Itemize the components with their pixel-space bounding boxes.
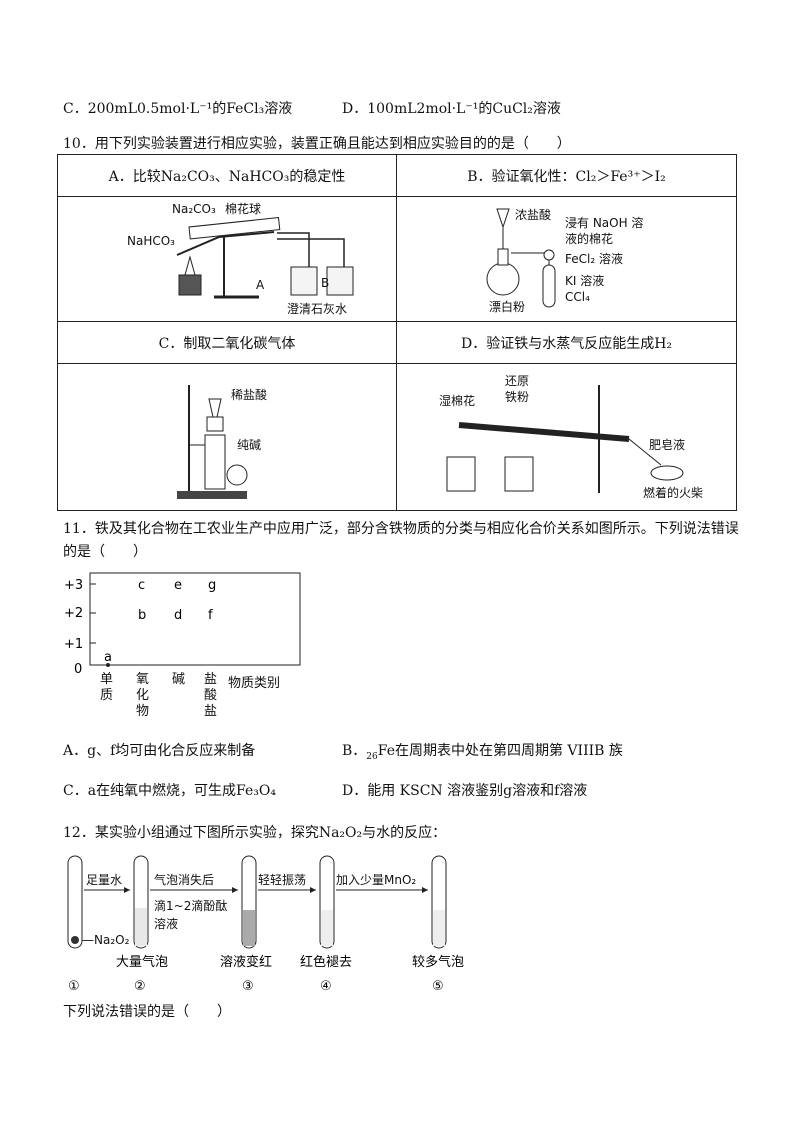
label-limewater: 澄清石灰水 [287,301,347,316]
label-nahco3: NaHCO₃ [127,234,175,248]
xcat-base: 碱 [172,672,186,687]
label-a: A [256,278,265,292]
label-reduced-1: 还原 [505,374,529,388]
tube-1 [67,855,83,949]
q12-ask: 下列说法错误的是（ ） [63,1004,231,1020]
chart-frame [89,572,301,666]
label-naoh-2: 液的棉花 [565,231,613,246]
q9-option-c: C．200mL0.5mol·L⁻¹的FeCl₃溶液 [63,101,293,117]
label-bleach: 漂白粉 [489,299,525,314]
label-soda: 纯碱 [237,438,261,452]
label-wet-cotton: 湿棉花 [439,393,475,408]
q11-option-c: C．a在纯氧中燃烧，可生成Fe₃O₄ [63,783,276,799]
q10-cell-d-caption: D．验证铁与水蒸气反应能生成H₂ [396,321,737,364]
q11-stem-line1: 11．铁及其化合物在工农业生产中应用广泛，部分含铁物质的分类与相应化合价关系如图… [63,521,739,537]
q10-cell-c-caption: C．制取二氧化碳气体 [57,321,397,364]
q10-cell-b-caption: B．验证氧化性：Cl₂＞Fe³⁺＞I₂ [396,154,737,197]
q10-experiment-table: A．比较Na₂CO₃、NaHCO₃的稳定性 B．验证氧化性：Cl₂＞Fe³⁺＞I… [57,154,737,511]
num-2: ② [134,979,146,994]
obs3-label: 溶液变红 [220,954,272,970]
step2-label-a: 气泡消失后 [154,872,214,887]
num-3: ③ [242,979,254,994]
obs2-label: 大量气泡 [116,954,168,970]
apparatus-c-figure: 稀盐酸 纯碱 [177,385,267,499]
x-axis-label: 物质类别 [228,676,281,691]
point-c: c [138,578,145,593]
label-b: B [321,276,329,290]
q9-option-d: D．100mL2mol·L⁻¹的CuCl₂溶液 [342,101,561,117]
step1-label: 足量水 [86,873,122,887]
step3-label: 轻轻振荡 [258,873,306,887]
q11-option-a: A．g、f均可由化合反应来制备 [63,743,256,759]
q12-figure: 足量水 气泡消失后 滴1~2滴酚酞 溶液 轻轻振荡 加入少量MnO₂ —Na₂O… [67,855,464,994]
q11-stem-line2: 的是（ ） [63,544,147,560]
point-e: e [174,578,182,593]
label-na2co3: Na₂CO₃ [172,202,216,216]
point-a: a [104,650,112,665]
apparatus-d-figure: 湿棉花 还原 铁粉 肥皂液 燃着的火柴 [439,374,703,500]
xcat-chloride: 盐酸盐 [204,672,218,719]
obs4-label: 红色褪去 [300,954,352,970]
ytick-plus1: +1 [64,637,83,652]
point-b: b [138,608,146,623]
label-soap: 肥皂液 [649,437,685,452]
label-ki: KI 溶液 [565,273,604,288]
label-conc-hcl: 浓盐酸 [515,207,551,222]
label-match: 燃着的火柴 [643,485,703,500]
label-cotton: 棉花球 [225,201,261,216]
step2-label-c: 溶液 [154,916,178,931]
q12-stem: 12．某实验小组通过下图所示实验，探究Na₂O₂与水的反应： [63,825,447,841]
q10-figure-b: 浓盐酸 浸有 NaOH 溶 液的棉花 FeCl₂ 溶液 KI 溶液 CCl₄ 漂… [396,196,737,322]
na2o2-label: —Na₂O₂ [82,933,130,947]
point-g: g [208,578,216,593]
num-5: ⑤ [432,979,444,994]
ytick-zero: 0 [74,662,82,677]
point-d: d [174,608,182,623]
q10-figure-c: 稀盐酸 纯碱 [57,363,397,511]
xcat-element: 单质 [100,672,114,703]
valence-chart: +3 +2 +1 0 a b c d e f g [64,572,301,677]
q10-figure-d: 湿棉花 还原 铁粉 肥皂液 燃着的火柴 [396,363,737,511]
label-naoh-1: 浸有 NaOH 溶 [565,215,643,230]
num-1: ① [68,979,80,994]
point-f: f [208,608,213,623]
step4-label: 加入少量MnO₂ [336,873,416,887]
label-ccl4: CCl₄ [565,290,590,304]
xcat-oxide: 氧化物 [136,672,150,719]
label-fecl2: FeCl₂ 溶液 [565,251,623,266]
ytick-plus3: +3 [64,578,83,593]
q10-figure-a: Na₂CO₃ 棉花球 NaHCO₃ A B 澄清石灰水 [57,196,397,322]
q11-option-b: B．26Fe在周期表中处在第四周期第 VIIIB 族 [342,743,623,762]
apparatus-a-figure: Na₂CO₃ 棉花球 NaHCO₃ A B 澄清石灰水 [127,201,354,316]
label-dilute-hcl: 稀盐酸 [231,387,267,402]
obs5-label: 较多气泡 [412,954,464,970]
q10-stem: 10．用下列实验装置进行相应实验，装置正确且能达到相应实验目的的是（ ） [63,136,571,152]
num-4: ④ [320,979,332,994]
step2-label-b: 滴1~2滴酚酞 [154,898,227,913]
q10-cell-a-caption: A．比较Na₂CO₃、NaHCO₃的稳定性 [57,154,397,197]
apparatus-b-figure: 浓盐酸 浸有 NaOH 溶 液的棉花 FeCl₂ 溶液 KI 溶液 CCl₄ 漂… [486,207,643,314]
ytick-plus2: +2 [64,606,83,621]
label-reduced-2: 铁粉 [505,390,529,404]
q11-option-d: D．能用 KSCN 溶液鉴别g溶液和f溶液 [342,783,588,799]
